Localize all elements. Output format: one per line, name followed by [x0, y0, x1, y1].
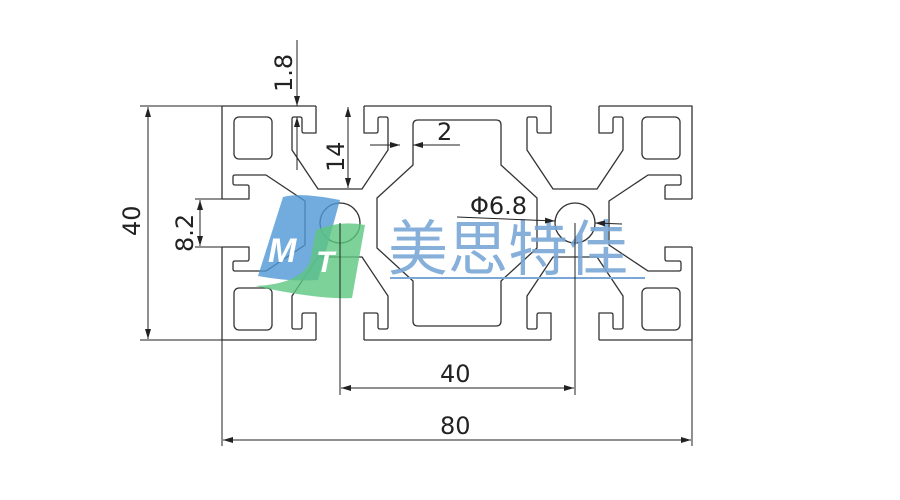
watermark-logo: M T: [255, 195, 365, 299]
dim-slot-depth-label: 14: [322, 141, 350, 172]
dim-hole-diameter: Φ6.8: [456, 192, 623, 227]
dim-slot-width-label: 8.2: [171, 214, 199, 252]
central-cavity: [376, 119, 538, 327]
slot-top-right: [526, 105, 624, 190]
dim-height-label: 40: [118, 205, 146, 236]
logo-letter-t: T: [316, 246, 337, 279]
dim-wall-top: 1.8: [270, 40, 300, 170]
dim-height: 40: [118, 105, 222, 341]
dim-width-label: 80: [440, 412, 471, 440]
dim-hole-spacing-label: 40: [440, 360, 471, 388]
dim-hole-spacing: 40: [339, 223, 576, 395]
logo-letter-m: M: [268, 232, 297, 270]
dim-wall-thickness: 2: [370, 118, 460, 148]
dim-wall-top-label: 1.8: [270, 54, 298, 92]
dim-hole-diameter-label: Φ6.8: [470, 192, 527, 220]
watermark-text: 美思特佳: [388, 215, 628, 285]
corner-holes: [233, 116, 681, 331]
dim-wall-thickness-label: 2: [437, 118, 452, 146]
dim-slot-depth: 14: [322, 107, 351, 188]
dim-slot-width: 8.2: [171, 198, 222, 252]
dim-width: 80: [221, 340, 693, 446]
